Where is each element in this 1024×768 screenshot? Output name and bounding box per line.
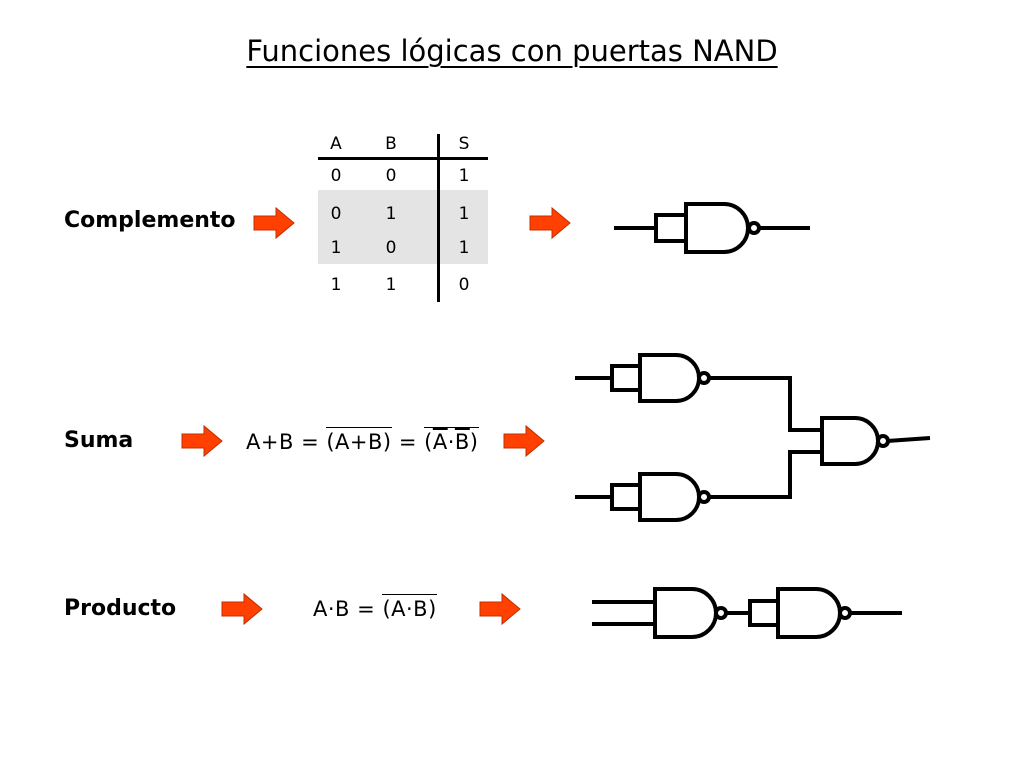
table-header-s: S xyxy=(458,134,470,154)
nand-gate-icon xyxy=(820,416,931,466)
table-cell: 0 xyxy=(330,204,342,224)
right-arrow-icon xyxy=(181,424,223,458)
nand-gate-icon xyxy=(575,472,711,522)
table-cell: 0 xyxy=(385,238,397,258)
table-cell: 1 xyxy=(385,204,397,224)
right-arrow-icon xyxy=(253,206,295,240)
producto-formula: A·B = (A·B) xyxy=(313,594,438,621)
table-cell: 1 xyxy=(458,166,470,186)
label-producto: Producto xyxy=(64,596,177,621)
formula-nand-form: (A·B) xyxy=(424,427,479,454)
label-suma: Suma xyxy=(64,428,134,453)
nand-gate-icon xyxy=(575,353,711,403)
formula-double-negation: (A·B) xyxy=(382,594,438,621)
table-output-divider xyxy=(437,134,440,302)
nand-gate-icon xyxy=(653,587,728,639)
table-cell: 0 xyxy=(330,166,342,186)
table-cell: 1 xyxy=(330,275,342,295)
right-arrow-icon xyxy=(529,206,571,240)
nand-gate-icon xyxy=(614,202,810,254)
right-arrow-icon xyxy=(503,424,545,458)
table-shade xyxy=(318,190,488,264)
table-header-b: B xyxy=(385,134,397,154)
table-header-divider xyxy=(318,157,488,160)
formula-lhs: A+B xyxy=(246,430,294,454)
right-arrow-icon xyxy=(479,592,521,626)
formula-equals: = xyxy=(357,597,376,621)
table-header-a: A xyxy=(330,134,342,154)
suma-formula: A+B = (A+B) = (A·B) xyxy=(246,427,479,454)
table-cell: 1 xyxy=(458,204,470,224)
table-cell: 0 xyxy=(458,275,470,295)
page-title: Funciones lógicas con puertas NAND xyxy=(246,34,778,68)
truth-table: A B S 0 0 1 0 1 1 1 0 1 1 1 0 xyxy=(318,128,498,308)
table-cell: 1 xyxy=(458,238,470,258)
table-cell: 1 xyxy=(330,238,342,258)
formula-double-negation: (A+B) xyxy=(326,427,392,454)
table-cell: 1 xyxy=(385,275,397,295)
right-arrow-icon xyxy=(221,592,263,626)
formula-equals: = xyxy=(398,430,417,454)
nand-gate-icon xyxy=(748,587,902,639)
formula-lhs: A·B xyxy=(313,597,350,621)
table-cell: 0 xyxy=(385,166,397,186)
label-complemento: Complemento xyxy=(64,208,236,233)
formula-equals: = xyxy=(301,430,320,454)
